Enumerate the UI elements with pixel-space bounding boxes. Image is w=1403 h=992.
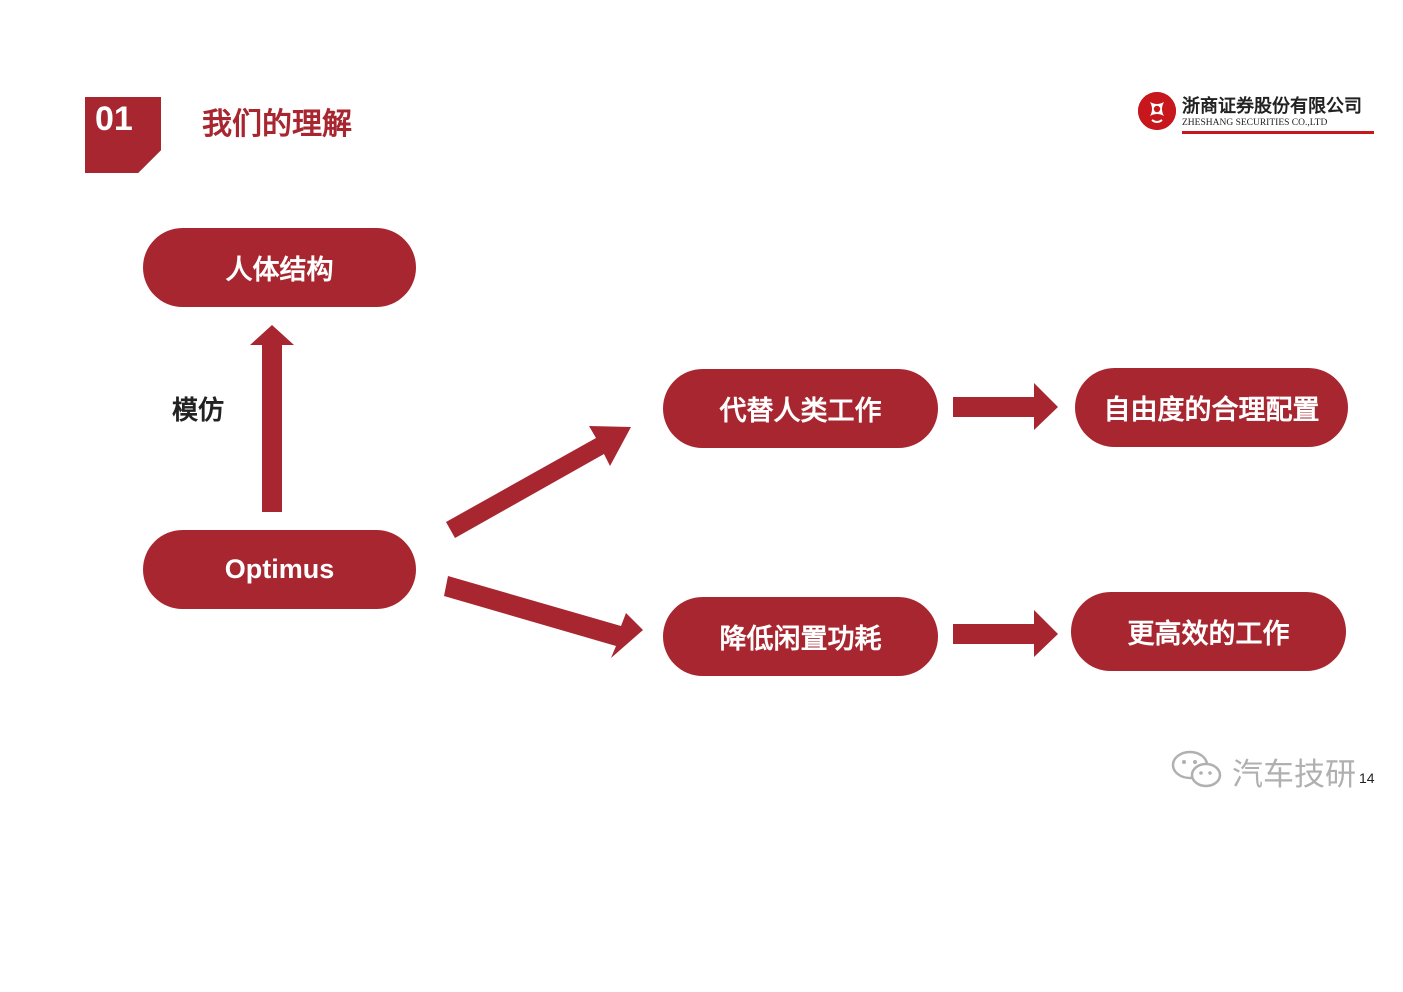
section-number: 01 (95, 100, 133, 138)
arrow-imitate-up (250, 325, 294, 512)
node-more-efficient-work: 更高效的工作 (1071, 592, 1346, 671)
wechat-icon (1170, 748, 1224, 794)
node-optimus: Optimus (143, 530, 416, 609)
company-name-cn: 浙商证券股份有限公司 (1182, 96, 1362, 117)
company-emblem-icon (1138, 92, 1176, 130)
company-logo: 浙商证券股份有限公司 ZHESHANG SECURITIES CO.,LTD (1138, 92, 1378, 136)
company-name-en: ZHESHANG SECURITIES CO.,LTD (1182, 118, 1328, 128)
arrow-to-reduce-power (444, 576, 643, 658)
arrow-to-dof-config (953, 383, 1058, 430)
node-rational-dof-config: 自由度的合理配置 (1075, 368, 1348, 447)
node-reduce-idle-power: 降低闲置功耗 (663, 597, 938, 676)
node-human-structure: 人体结构 (143, 228, 416, 307)
arrow-to-efficient-work (953, 610, 1058, 657)
node-replace-human-work: 代替人类工作 (663, 369, 938, 448)
watermark: 汽车技研 (1170, 748, 1356, 794)
page-title: 我们的理解 (202, 107, 352, 142)
page-number: 14 (1359, 770, 1375, 786)
arrow-to-replace-work (446, 426, 631, 538)
edge-label-imitate: 模仿 (172, 396, 225, 426)
watermark-text: 汽车技研 (1232, 756, 1356, 793)
section-number-badge: 01 (85, 97, 161, 173)
logo-underline (1182, 131, 1374, 134)
